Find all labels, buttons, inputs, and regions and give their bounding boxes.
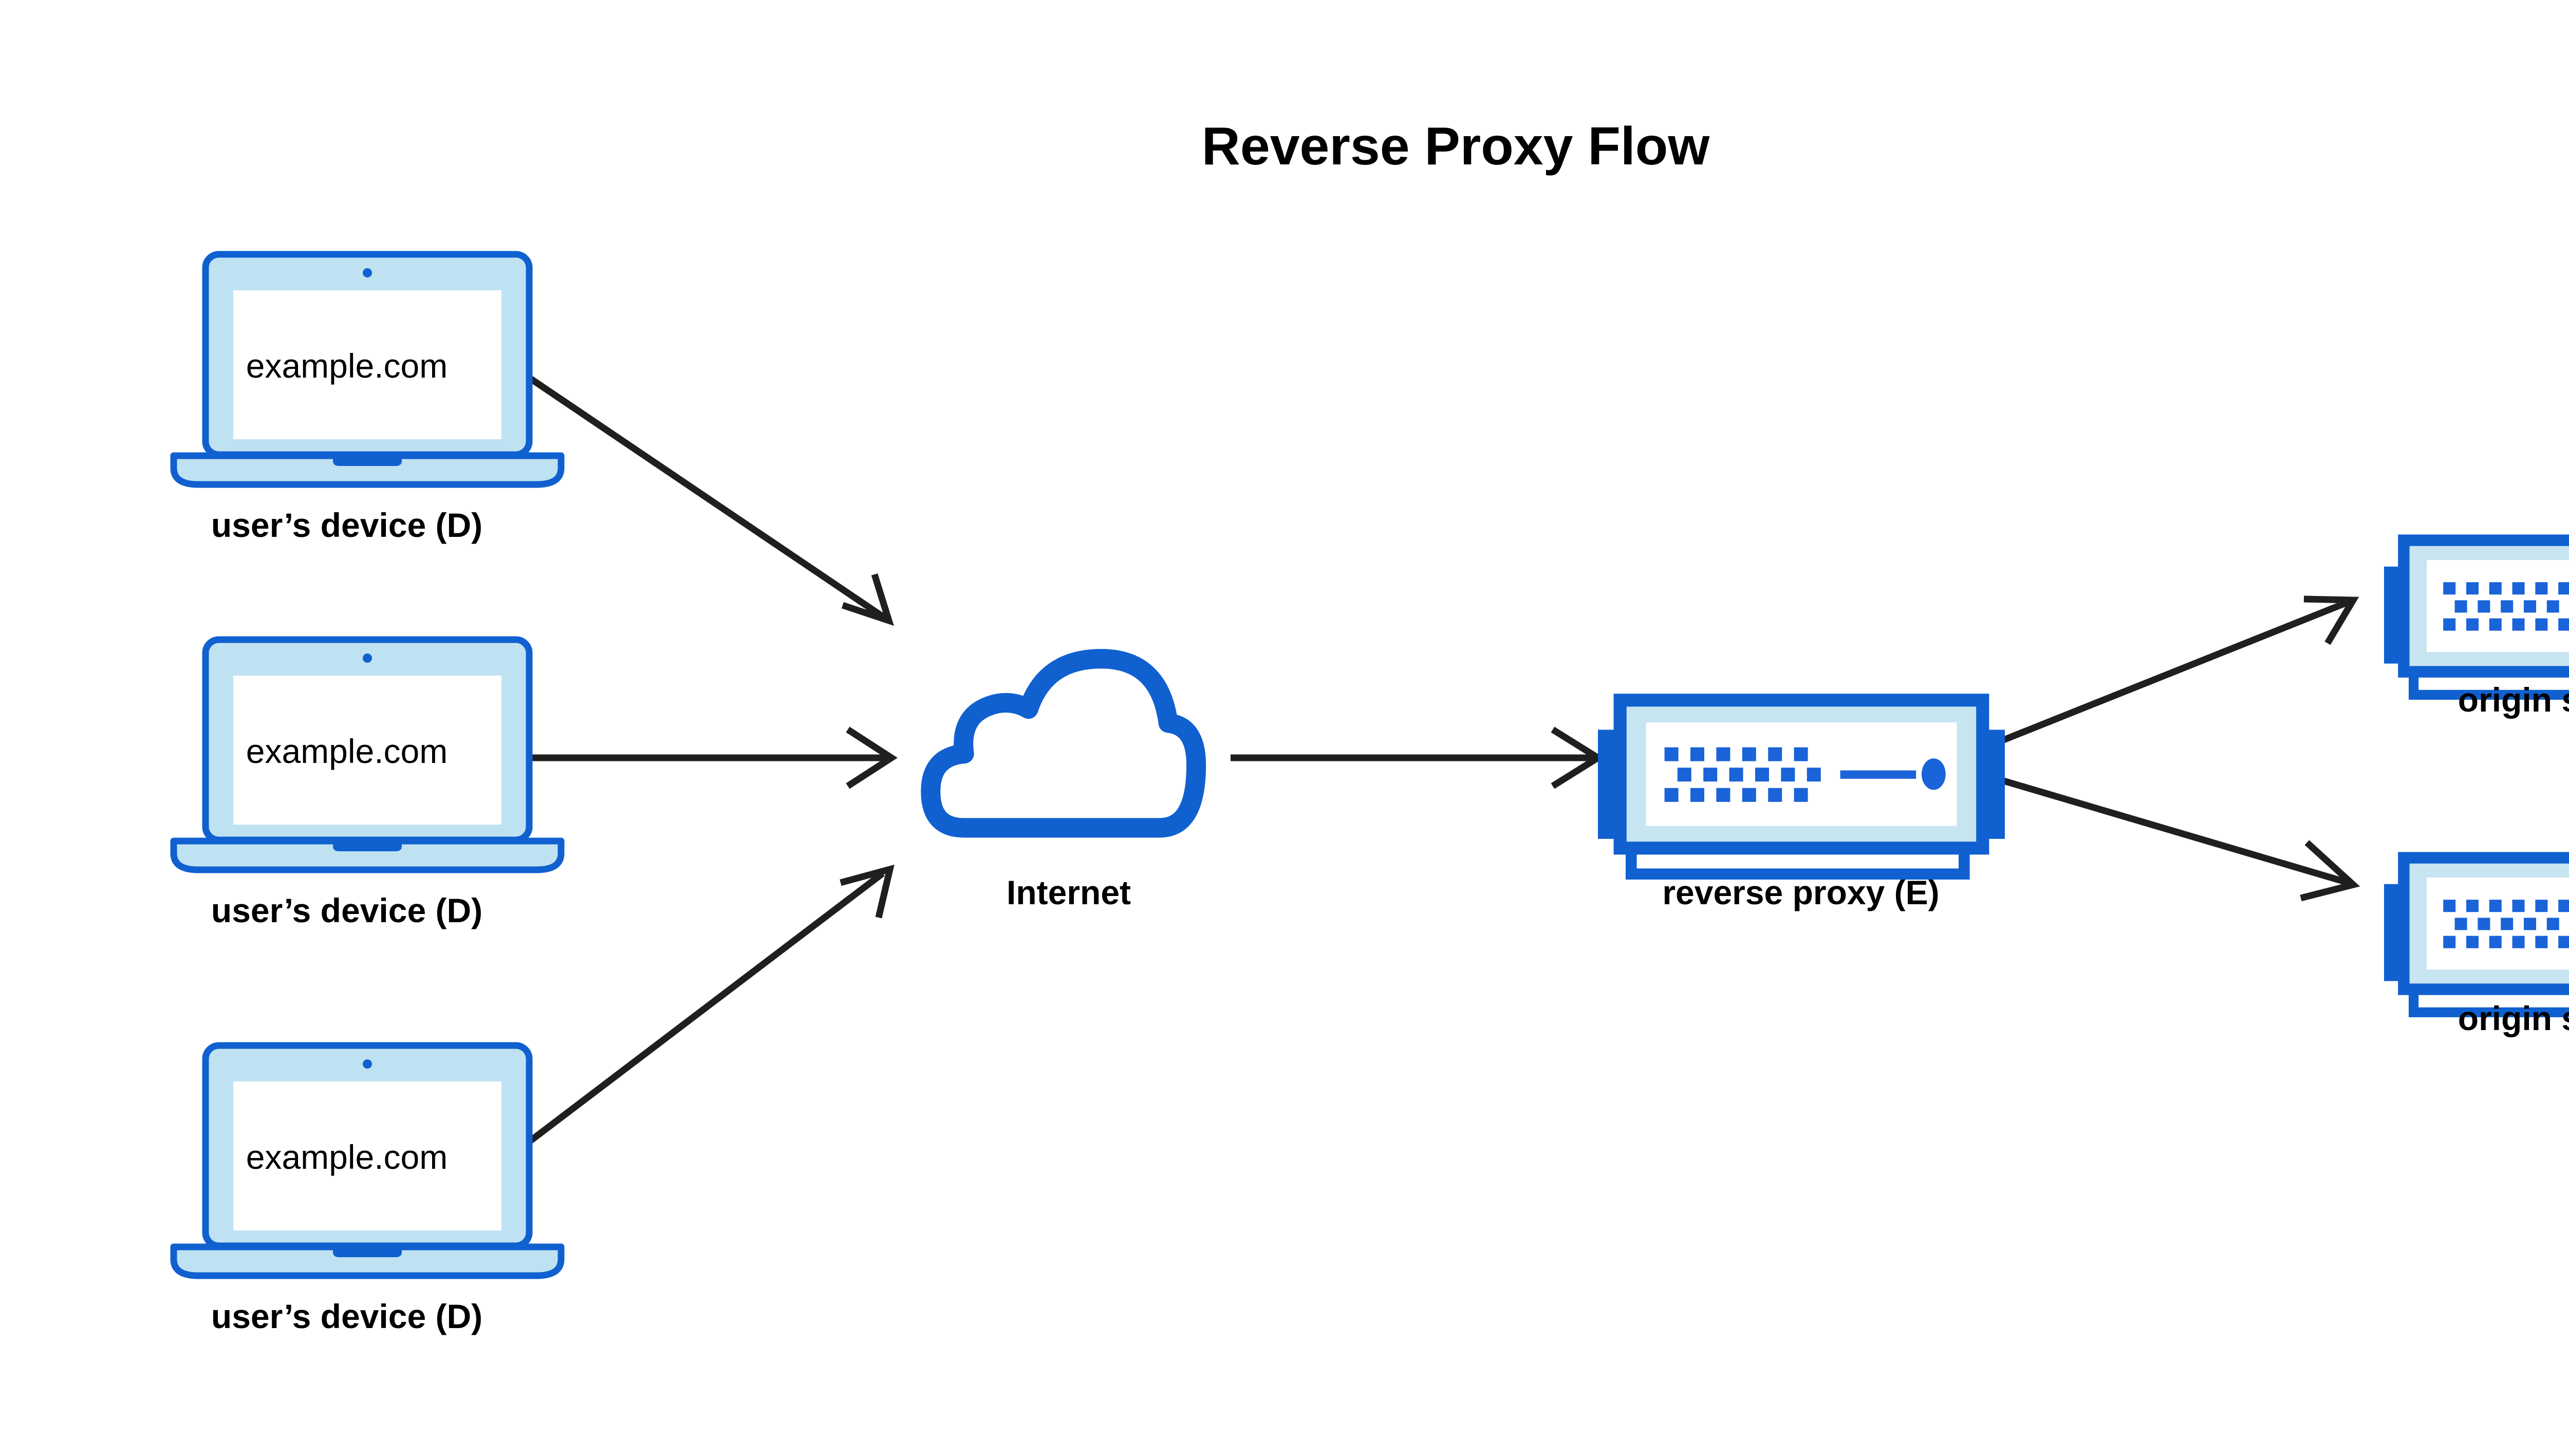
- page-title: Reverse Proxy Flow: [1202, 117, 1710, 176]
- edge-proxy-to-origin-top: [2002, 595, 2359, 743]
- edge-layer: [512, 364, 2360, 1156]
- client-screen-text: example.com: [246, 732, 448, 770]
- edge-proxy-to-origin-bottom: [2003, 777, 2360, 902]
- node-origin-top[interactable]: origin server (F): [2384, 540, 2569, 719]
- node-label-client-bottom: user’s device (D): [211, 1297, 482, 1335]
- node-reverse-proxy[interactable]: reverse proxy (E): [1598, 700, 2005, 911]
- server-icon: [1598, 700, 2005, 874]
- server-icon: [2384, 540, 2569, 695]
- client-screen-text: example.com: [246, 347, 448, 385]
- server-icon: [2384, 858, 2569, 1013]
- node-label-client-middle: user’s device (D): [211, 891, 482, 929]
- node-client-top[interactable]: example.com user’s device (D): [174, 254, 561, 544]
- node-client-bottom[interactable]: example.com user’s device (D): [174, 1046, 561, 1335]
- node-label-internet: Internet: [1007, 873, 1131, 911]
- edge-client-middle-to-internet: [514, 726, 898, 789]
- node-label-reverse-proxy: reverse proxy (E): [1662, 873, 1939, 911]
- node-origin-bottom[interactable]: origin server (F): [2384, 858, 2569, 1037]
- node-label-origin-top: origin server (F): [2458, 681, 2569, 719]
- node-label-client-top: user’s device (D): [211, 506, 482, 544]
- node-client-middle[interactable]: example.com user’s device (D): [174, 640, 561, 929]
- edge-client-top-to-internet: [512, 364, 894, 626]
- node-internet[interactable]: Internet: [930, 659, 1196, 911]
- edge-client-bottom-to-internet: [512, 864, 895, 1156]
- node-label-origin-bottom: origin server (F): [2458, 999, 2569, 1037]
- client-screen-text: example.com: [246, 1138, 448, 1176]
